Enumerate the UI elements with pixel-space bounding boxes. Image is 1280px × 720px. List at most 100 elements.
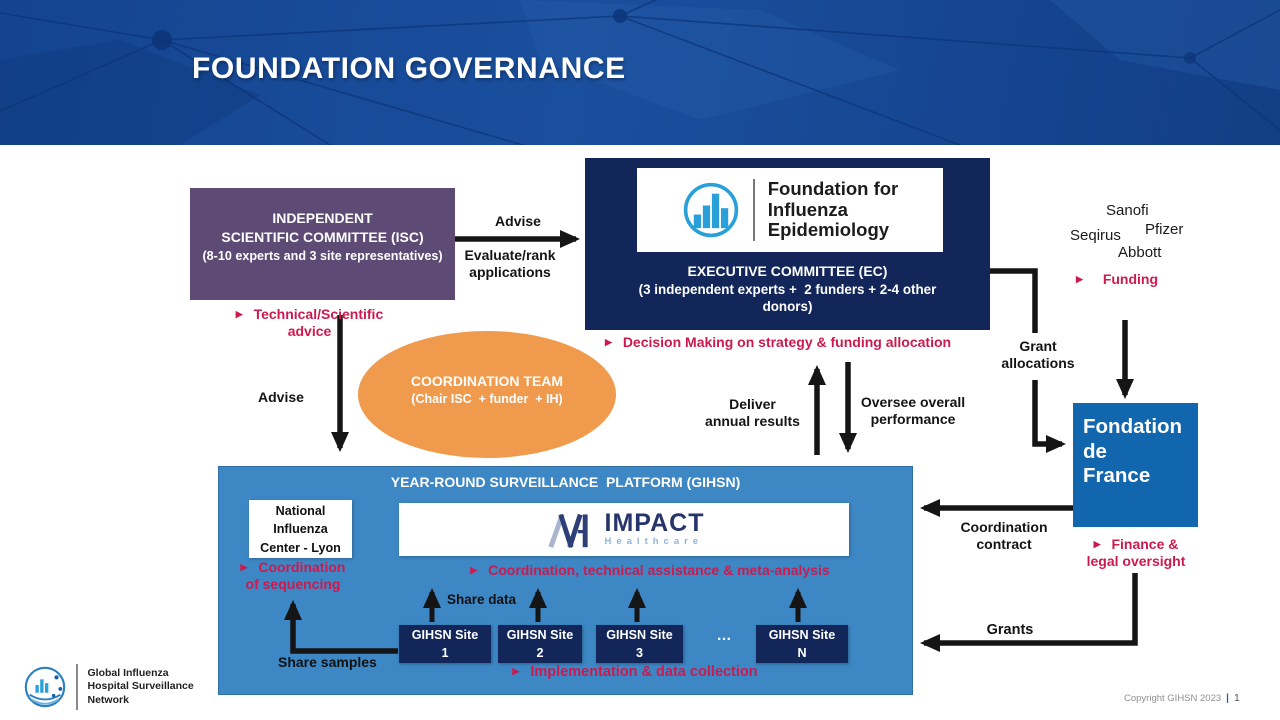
isc-line3: (8-10 experts and 3 site representatives… [202, 248, 443, 263]
nic-role-label: ▶ Coordination of sequencing [228, 559, 358, 593]
implementation-role-label: ▶ Implementation & data collection [470, 664, 800, 682]
implementation-role-text: Implementation & data collection [530, 664, 758, 680]
site1-num: 1 [441, 645, 449, 660]
ec-role-label: ▶ Decision Making on strategy & funding … [605, 334, 995, 351]
page-number: 1 [1233, 692, 1240, 704]
coordination-team-subtitle: (Chair ISC + funder + IH) [411, 392, 563, 406]
header-banner: FOUNDATION GOVERNANCE [0, 0, 1280, 145]
copyright-text: Copyright GIHSN 2023 [1124, 693, 1222, 704]
national-influenza-center-box: National Influenza Center - Lyon [249, 500, 352, 558]
footer-org-line3: Network [87, 693, 129, 706]
foundation-logo-line2: Influenza [767, 198, 848, 220]
page-title: FOUNDATION GOVERNANCE [192, 52, 626, 85]
triangle-bullet-icon: ▶ [512, 666, 520, 676]
coordination-team-ellipse: COORDINATION TEAM (Chair ISC + funder + … [358, 331, 616, 458]
coord-contract-line1: Coordination [960, 519, 1048, 535]
grant-line1: Grant [1019, 338, 1057, 354]
funder-pfizer: Pfizer [1145, 221, 1184, 238]
fdf-line2: de [1083, 439, 1107, 463]
footer-org-line1: Global Influenza [87, 666, 169, 679]
surveillance-platform-box: YEAR-ROUND SURVEILLANCE PLATFORM (GIHSN)… [218, 466, 913, 695]
deliver-results-label: Deliver annual results [695, 396, 810, 430]
site3-name: GIHSN Site [606, 628, 673, 642]
arrow-grant-allocations-lower [1032, 380, 1066, 453]
oversee-performance-label: Oversee overall performance [852, 394, 974, 428]
triangle-bullet-icon: ▶ [240, 562, 248, 572]
isc-role-line2: advice [287, 323, 332, 340]
footer-org-line2: Hospital Surveillance [87, 680, 194, 693]
nic-line2: Influenza [273, 522, 328, 537]
coordination-team-title: COORDINATION TEAM [410, 373, 564, 389]
oversee-line2: performance [870, 411, 956, 428]
grants-label: Grants [986, 622, 1034, 638]
gihsn-site-1-box: GIHSN Site 1 [399, 625, 491, 663]
site1-name: GIHSN Site [411, 628, 479, 642]
impact-logo-text: IMPACT Healthcare [604, 509, 705, 547]
foundation-logo-line3: Epidemiology [767, 219, 890, 241]
impact-role-label: ▶ Coordination, technical assistance & m… [420, 562, 880, 579]
copyright-line: Copyright GIHSN 2023 | 1 [1124, 692, 1240, 704]
arrow-grant-allocations-upper [990, 268, 1038, 333]
gihsn-globe-icon [24, 666, 66, 708]
fdf-role-label: ▶ Finance & legal oversight [1065, 536, 1207, 570]
siteN-name: GIHSN Site [768, 628, 836, 642]
fondation-de-france-box: Fondation de France [1073, 403, 1198, 527]
ec-subtitle-line2: donors) [762, 298, 813, 314]
coord-contract-line2: contract [976, 536, 1032, 553]
grant-allocations-label: Grant allocations [988, 338, 1088, 373]
funding-role-label: ▶ Funding [1076, 271, 1158, 288]
logo-divider [752, 179, 755, 241]
triangle-bullet-icon: ▶ [235, 309, 243, 319]
copyright-separator: | [1226, 693, 1229, 704]
nic-line3: Center - Lyon [260, 540, 341, 555]
evaluate-line2: applications [469, 264, 551, 281]
deliver-line2: annual results [705, 413, 800, 430]
gihsn-site-3-box: GIHSN Site 3 [596, 625, 683, 663]
gihsn-footer-logo: Global Influenza Hospital Surveillance N… [22, 664, 194, 710]
fdf-role-line1: Finance & [1111, 536, 1179, 552]
foundation-logo-line1: Foundation for [767, 177, 899, 199]
isc-line1: INDEPENDENT [272, 210, 373, 226]
foundation-logo-text: Foundation for Influenza Epidemiology [767, 177, 899, 241]
ec-title: EXECUTIVE COMMITTEE (EC) [687, 263, 888, 279]
evaluate-line1: Evaluate/rank [464, 247, 556, 263]
evaluate-rank-label: Evaluate/rank applications [445, 247, 575, 281]
advise-top-label: Advise [495, 213, 541, 229]
funding-role-text: Funding [1102, 271, 1159, 287]
site3-num: 3 [635, 645, 643, 660]
isc-line2: SCIENTIFIC COMMITTEE (ISC) [221, 228, 424, 245]
deliver-line1: Deliver [729, 396, 776, 412]
nic-role-line1: Coordination [258, 559, 346, 575]
impact-role-text: Coordination, technical assistance & met… [488, 562, 830, 578]
share-data-label: Share data [447, 592, 517, 607]
share-samples-label: Share samples [278, 654, 377, 670]
fdf-line3: France [1083, 464, 1151, 488]
footer-divider [76, 664, 78, 710]
site2-name: GIHSN Site [506, 628, 574, 642]
isc-role-line1: Technical/Scientific [253, 306, 384, 322]
impact-monogram-icon [548, 513, 588, 548]
triangle-bullet-icon: ▶ [470, 565, 478, 575]
isc-committee-box: INDEPENDENT SCIENTIFIC COMMITTEE (ISC) (… [190, 188, 455, 300]
gihsn-site-n-box: GIHSN Site N [756, 625, 848, 663]
coordination-contract-label: Coordination contract [948, 519, 1060, 553]
sites-ellipsis: … [716, 627, 732, 644]
ec-role-text: Decision Making on strategy & funding al… [622, 334, 952, 350]
footer-org-name: Global Influenza Hospital Surveillance N… [88, 667, 194, 708]
impact-name: IMPACT [604, 509, 705, 538]
ec-subtitle-line1: (3 independent experts + 2 funders + 2-4… [638, 282, 937, 297]
funder-abbott: Abbott [1118, 244, 1162, 261]
impact-healthcare-card: IMPACT Healthcare [399, 503, 849, 556]
isc-role-label: ▶ Technical/Scientific advice [212, 306, 407, 340]
gihsn-site-2-box: GIHSN Site 2 [498, 625, 582, 663]
foundation-logo-card: Foundation for Influenza Epidemiology [637, 168, 943, 252]
siteN-num: N [797, 645, 807, 660]
nic-role-line2: of sequencing [245, 576, 341, 593]
nic-line1: National [275, 504, 326, 518]
executive-committee-box: Foundation for Influenza Epidemiology EX… [585, 158, 990, 330]
oversee-line1: Oversee overall [860, 394, 966, 410]
funder-sanofi: Sanofi [1106, 202, 1149, 219]
platform-title: YEAR-ROUND SURVEILLANCE PLATFORM (GIHSN) [390, 474, 741, 490]
bar-chart-circle-icon [683, 182, 738, 238]
